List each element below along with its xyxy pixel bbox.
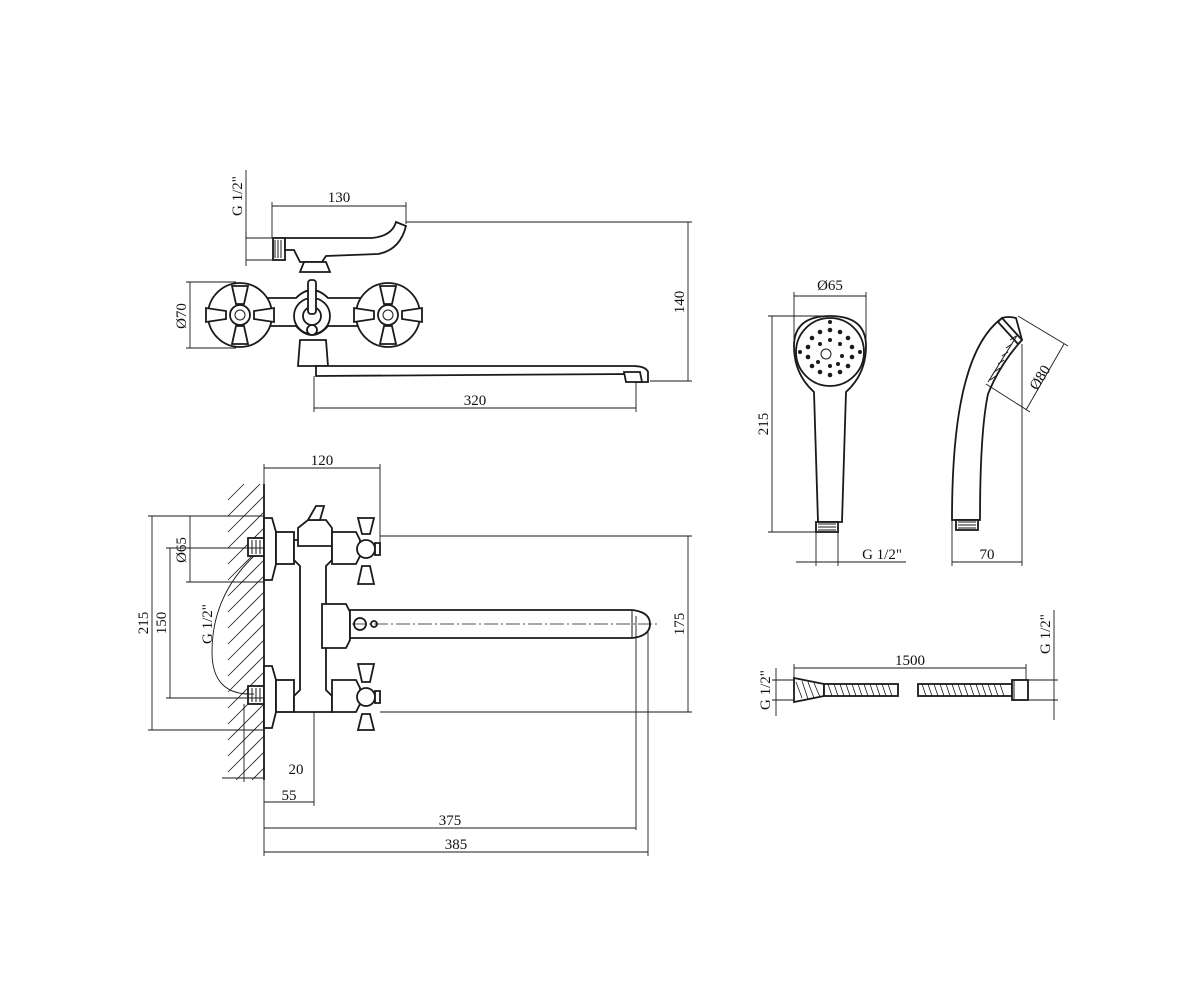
hose-thread-right-label: G 1/2" [1038, 614, 1054, 654]
top-70-label: Ø70 [174, 303, 190, 329]
side-55-label: 55 [282, 788, 297, 804]
top-320-label: 320 [464, 393, 487, 409]
side-215-label: 215 [136, 612, 152, 635]
hose-thread-left-label: G 1/2" [758, 670, 774, 710]
shower-head-front-view: Ø65 215 G 1/2" [756, 278, 906, 566]
side-385-label: 385 [445, 837, 468, 853]
head-thread-label: G 1/2" [862, 547, 902, 563]
top-130-label: 130 [328, 190, 351, 206]
top-thread-label: G 1/2" [230, 176, 246, 216]
mixer-top-view: G 1/2" 130 Ø70 140 320 [174, 170, 692, 412]
mixer-side-view: 120 Ø65 215 150 G 1/2" 175 20 55 [136, 453, 692, 856]
hose-1500-label: 1500 [895, 653, 925, 669]
side-175-label: 175 [672, 613, 688, 636]
side-375-label: 375 [439, 813, 462, 829]
shower-head-side-view: Ø80 70 [951, 315, 1069, 566]
head-70-label: 70 [980, 547, 995, 563]
side-120-label: 120 [311, 453, 334, 469]
side-20-label: 20 [289, 762, 304, 778]
side-thread-label: G 1/2" [200, 604, 216, 644]
head-215-label: 215 [756, 413, 772, 436]
head-65-label: Ø65 [817, 278, 843, 294]
shower-hose: 1500 G 1/2" G 1/2" [758, 610, 1058, 720]
top-140-label: 140 [672, 291, 688, 314]
spray-nozzles [798, 320, 862, 378]
side-65-label: Ø65 [174, 537, 190, 563]
side-150-label: 150 [154, 612, 170, 635]
